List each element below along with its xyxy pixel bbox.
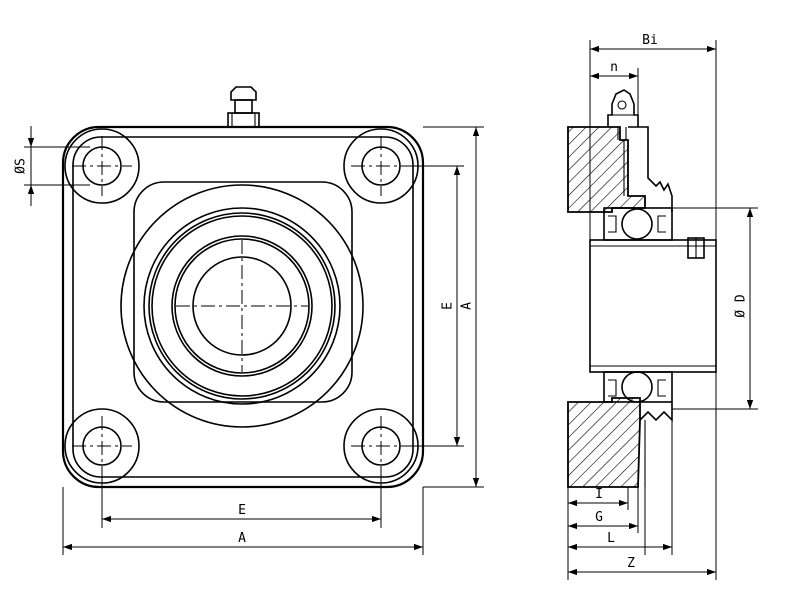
label-s: ØS: [14, 158, 29, 174]
housing-outline: [61, 125, 425, 489]
label-a-vertical: A: [460, 302, 475, 310]
dimension-a-horizontal: A: [62, 487, 424, 555]
housing-inner-rim: [72, 136, 414, 478]
dimension-l: L: [568, 531, 672, 551]
ball-upper: [603, 207, 673, 241]
front-view: ØS E A E A: [14, 86, 484, 555]
dimension-i: I: [568, 487, 628, 507]
flange-lower-section: [567, 397, 641, 488]
label-bi: Bi: [642, 33, 658, 48]
label-n: n: [610, 60, 618, 75]
dimension-bi: Bi: [589, 33, 717, 240]
label-e-vertical: E: [441, 302, 456, 310]
label-a-horizontal: A: [238, 531, 246, 546]
label-g: G: [595, 510, 603, 525]
dimension-e-horizontal: E: [101, 466, 382, 528]
dimension-s: ØS: [14, 126, 90, 206]
grease-nipple: [227, 86, 260, 128]
ball-lower: [603, 371, 673, 403]
dimension-a-vertical: A: [423, 126, 484, 488]
dimension-z: Z: [568, 556, 716, 576]
label-z: Z: [627, 556, 635, 571]
label-l: L: [607, 531, 615, 546]
label-d: Ø D: [734, 294, 749, 318]
bolt-hole-top-left: [64, 128, 140, 204]
dimension-g: G: [568, 510, 638, 530]
dimension-d: Ø D: [672, 207, 758, 410]
grease-nipple-side: [607, 89, 639, 140]
label-i: I: [595, 487, 603, 502]
housing-face: [133, 181, 353, 403]
bearing-front: [120, 184, 364, 428]
inner-ring-section: [589, 237, 717, 373]
dimension-n: n: [590, 60, 639, 127]
flange-upper-section: [567, 126, 646, 213]
dimension-e-vertical: E: [404, 165, 464, 447]
label-e-horizontal: E: [238, 503, 246, 518]
side-section-view: Bi n Ø D I G L: [567, 33, 758, 580]
